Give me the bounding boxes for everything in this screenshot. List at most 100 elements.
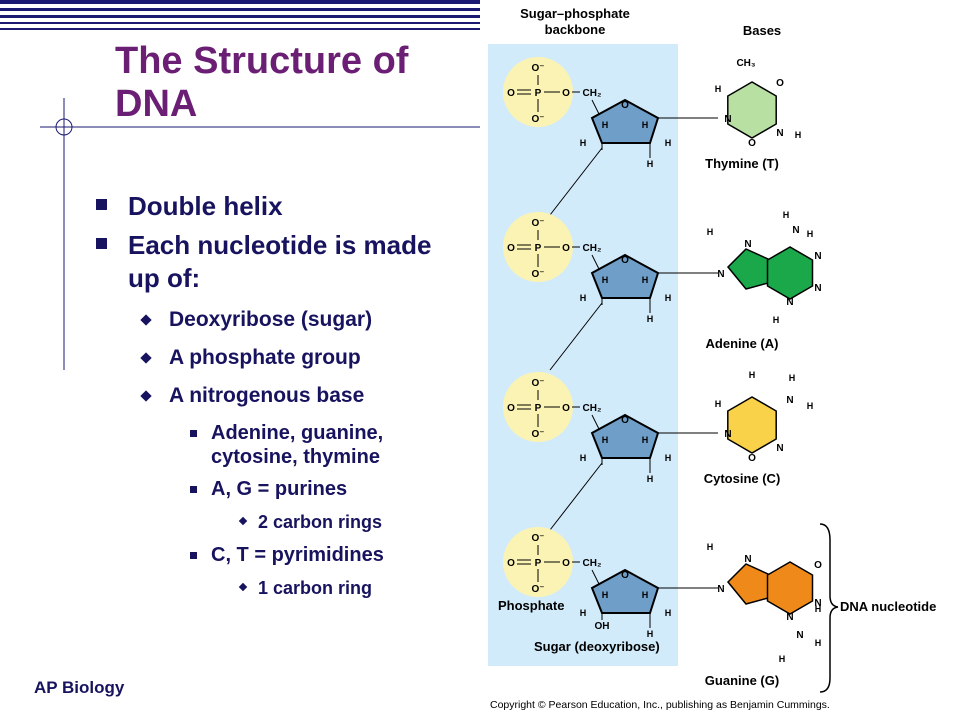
atom-label: N [814,251,821,262]
atom-label: H [580,453,587,463]
atom-label: P [535,403,542,414]
atom-label: O [507,403,515,414]
atom-label: N [814,598,821,609]
atom-label: CH₃ [736,58,755,69]
bullet-double-helix: Double helix [90,190,470,223]
atom-label: H [815,604,822,614]
atom-label: OH [595,621,610,632]
purine-five-ring [726,248,769,290]
atom-label: H [773,315,780,325]
bases-column-title: Bases [743,23,781,38]
atom-label: H [665,453,672,463]
atom-label: N [717,584,724,595]
backbone-link [549,462,603,531]
atom-label: H [815,638,822,648]
atom-label: H [665,293,672,303]
bullet-phosphate: A phosphate group [90,345,470,371]
atom-label: N [744,554,751,565]
atom-label: H [665,608,672,618]
atom-label: H [642,590,649,600]
diamond-bullet-icon [140,314,152,326]
atom-label: H [642,120,649,130]
atom-label: H [647,474,654,484]
atom-label: O [814,560,822,571]
atom-label: N [776,128,783,139]
square-bullet-icon [96,199,107,210]
purine-six-ring [766,561,814,615]
atom-label: H [789,373,796,383]
phosphate-circle [503,57,573,127]
diamond-bullet-icon [238,516,248,526]
atom-label: O [621,255,629,266]
bullet-nucleotide: Each nucleotide is made up of: [90,229,470,295]
atom-label: N [786,395,793,406]
backbone-link [549,147,603,216]
atom-label: H [707,542,714,552]
nucleotide-label: DNA nucleotide [840,599,936,614]
atom-label: H [580,608,587,618]
atom-label: H [602,590,609,600]
atom-label: H [807,229,814,239]
atom-label: O [507,88,515,99]
atom-label: O⁻ [531,269,544,280]
purine-five-ring [726,563,769,605]
atom-label: P [535,558,542,569]
atom-label: H [580,293,587,303]
atom-label: H [795,130,802,140]
atom-label: CH₂ [583,243,602,254]
atom-label: O [562,88,570,99]
purine-six-ring [766,246,814,300]
atom-label: O⁻ [531,429,544,440]
atom-label: H [749,370,756,380]
atom-label: H [783,210,790,220]
atom-label: H [647,159,654,169]
square-bullet-icon [96,238,107,249]
atom-label: O⁻ [531,114,544,125]
atom-label: H [602,435,609,445]
atom-label: O [562,558,570,569]
phosphate-circle [503,527,573,597]
phosphate-circle [503,372,573,442]
backbone-link [549,302,603,371]
atom-label: H [580,138,587,148]
bullet-purines: A, G = purines [90,477,470,501]
square-bullet-icon [190,430,197,437]
atom-label: N [724,114,731,125]
atom-label: P [535,88,542,99]
bullet-nitrogenous-base: A nitrogenous base [90,383,470,409]
bullet-deoxyribose: Deoxyribose (sugar) [90,307,470,333]
atom-label: O [748,453,756,464]
atom-label: O [621,415,629,426]
sugar-pentagon [590,413,660,459]
atom-label: O [776,78,784,89]
atom-label: O⁻ [531,63,544,74]
pyrimidine-ring [727,396,777,454]
atom-label: O [507,243,515,254]
atom-label: H [647,314,654,324]
sugar-pentagon [590,253,660,299]
atom-label: H [642,275,649,285]
atom-label: P [535,243,542,254]
base-name-label: Thymine (T) [705,156,779,171]
atom-label: CH₂ [583,88,602,99]
diamond-bullet-icon [140,390,152,402]
atom-label: O [621,100,629,111]
atom-label: H [647,629,654,639]
atom-label: N [792,225,799,236]
base-name-label: Adenine (A) [706,336,779,351]
atom-label: N [814,283,821,294]
phosphate-label: Phosphate [498,598,564,613]
atom-label: O⁻ [531,533,544,544]
atom-label: O [562,243,570,254]
atom-label: N [786,297,793,308]
square-bullet-icon [190,486,197,493]
atom-label: CH₂ [583,403,602,414]
bullet-two-rings: 2 carbon rings [90,511,470,533]
phosphate-circle [503,212,573,282]
